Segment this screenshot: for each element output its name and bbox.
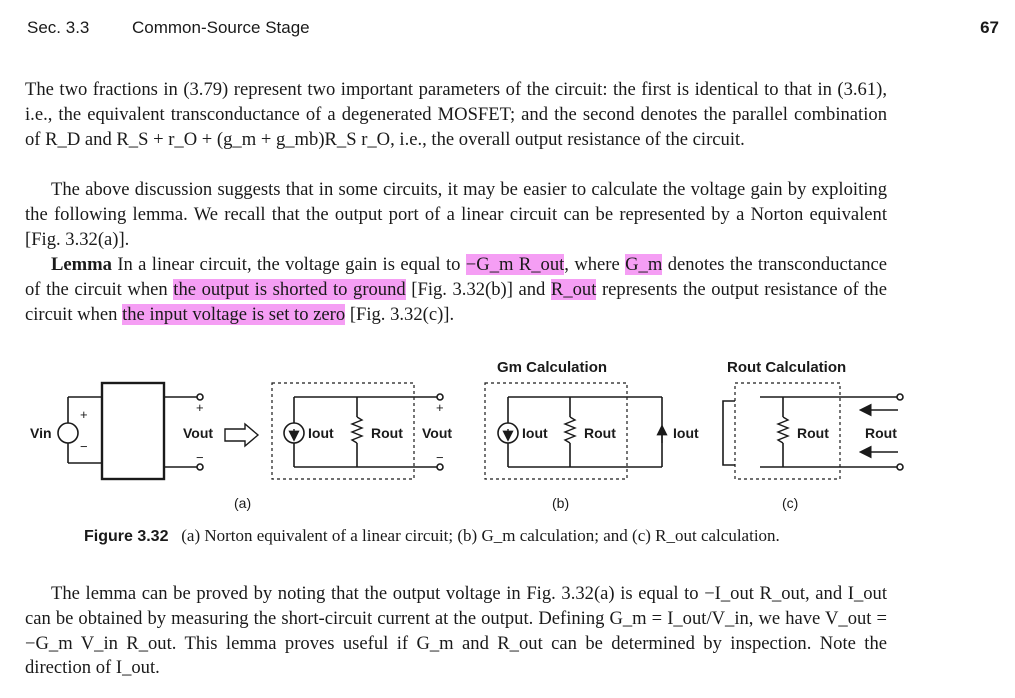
iout-label-norton: Iout: [308, 425, 334, 441]
paragraph-1-text: The two fractions in (3.79) represent tw…: [25, 79, 887, 150]
subfigure-c-label: (c): [782, 495, 798, 511]
rout-symbol: R_out: [550, 278, 597, 300]
figure-caption-text: (a) Norton equivalent of a linear circui…: [181, 526, 780, 545]
iout-label-b: Iout: [522, 425, 548, 441]
paragraph-2-text: The above discussion suggests that in so…: [25, 179, 887, 250]
rout-label-port: Rout: [865, 425, 897, 441]
vout-label-a: Vout: [183, 425, 213, 441]
lemma-text-f: [Fig. 3.32(c)].: [349, 303, 455, 325]
voltage-source-icon: [57, 422, 79, 444]
lemma-text-a: In a linear circuit, the voltage gain is…: [117, 254, 461, 275]
figure-label: Figure 3.32: [84, 528, 169, 545]
lemma-text: Lemma In a linear circuit, the voltage g…: [25, 253, 887, 327]
out-minus-sign: −: [196, 450, 204, 465]
paragraph-2: The above discussion suggests that in so…: [25, 178, 887, 252]
gm-calculation-title: Gm Calculation: [497, 359, 607, 376]
subfigure-a-label: (a): [234, 495, 251, 511]
gm-symbol: G_m: [625, 254, 663, 275]
norton-minus-sign: −: [436, 450, 444, 465]
resistor-icon: [350, 416, 364, 444]
circuit-c: [722, 382, 904, 480]
paragraph-3-text: The lemma can be proved by noting that t…: [25, 583, 887, 679]
highlight-input-zero: the input voltage is set to zero: [122, 303, 346, 325]
norton-plus-sign: +: [436, 400, 444, 415]
subfigure-b-label: (b): [552, 495, 569, 511]
resistor-b-icon: [563, 416, 577, 444]
section-number: Sec. 3.3: [27, 18, 90, 37]
paragraph-3: The lemma can be proved by noting that t…: [25, 582, 887, 681]
vout-label-norton: Vout: [422, 425, 452, 441]
lemma-text-b: , where: [564, 254, 620, 275]
paragraph-1: The two fractions in (3.79) represent tw…: [25, 78, 887, 152]
linear-circuit-box: [100, 381, 166, 481]
lemma-paragraph: Lemma In a linear circuit, the voltage g…: [25, 253, 887, 327]
out-plus-sign: +: [196, 400, 204, 415]
figure-caption: Figure 3.32 (a) Norton equivalent of a l…: [84, 526, 944, 546]
resistor-c-icon: [776, 416, 790, 444]
circuit-b: [484, 382, 668, 480]
lemma-text-c: denotes the transconductance of the circ…: [25, 254, 887, 300]
equivalence-arrow-icon: [224, 422, 260, 448]
highlight-output-shorted: the output is shorted to ground: [173, 278, 406, 300]
vin-label: Vin: [30, 425, 52, 441]
rout-calculation-title: Rout Calculation: [727, 359, 846, 376]
plus-sign: +: [80, 407, 88, 422]
iout-short-label: Iout: [673, 425, 699, 441]
section-title: Common-Source Stage: [132, 18, 310, 37]
minus-sign: −: [80, 439, 88, 454]
circuit-a: [57, 381, 260, 481]
page-header: Sec. 3.3 Common-Source Stage 67: [27, 18, 999, 42]
lemma-text-d: [Fig. 3.32(b)] and: [411, 278, 546, 300]
gain-expression: −G_m R_out: [465, 254, 565, 275]
lemma-label: Lemma: [51, 254, 112, 275]
page-number: 67: [980, 18, 999, 37]
rout-label-norton: Rout: [371, 425, 403, 441]
rout-label-b: Rout: [584, 425, 616, 441]
rout-label-c: Rout: [797, 425, 829, 441]
lemma-text-e: represents the output resistance of the …: [25, 278, 887, 325]
norton-model: [271, 382, 444, 480]
figure-3-32: Vin + − + − Vout Iout Rout Vout + − Gm C…: [30, 359, 904, 511]
